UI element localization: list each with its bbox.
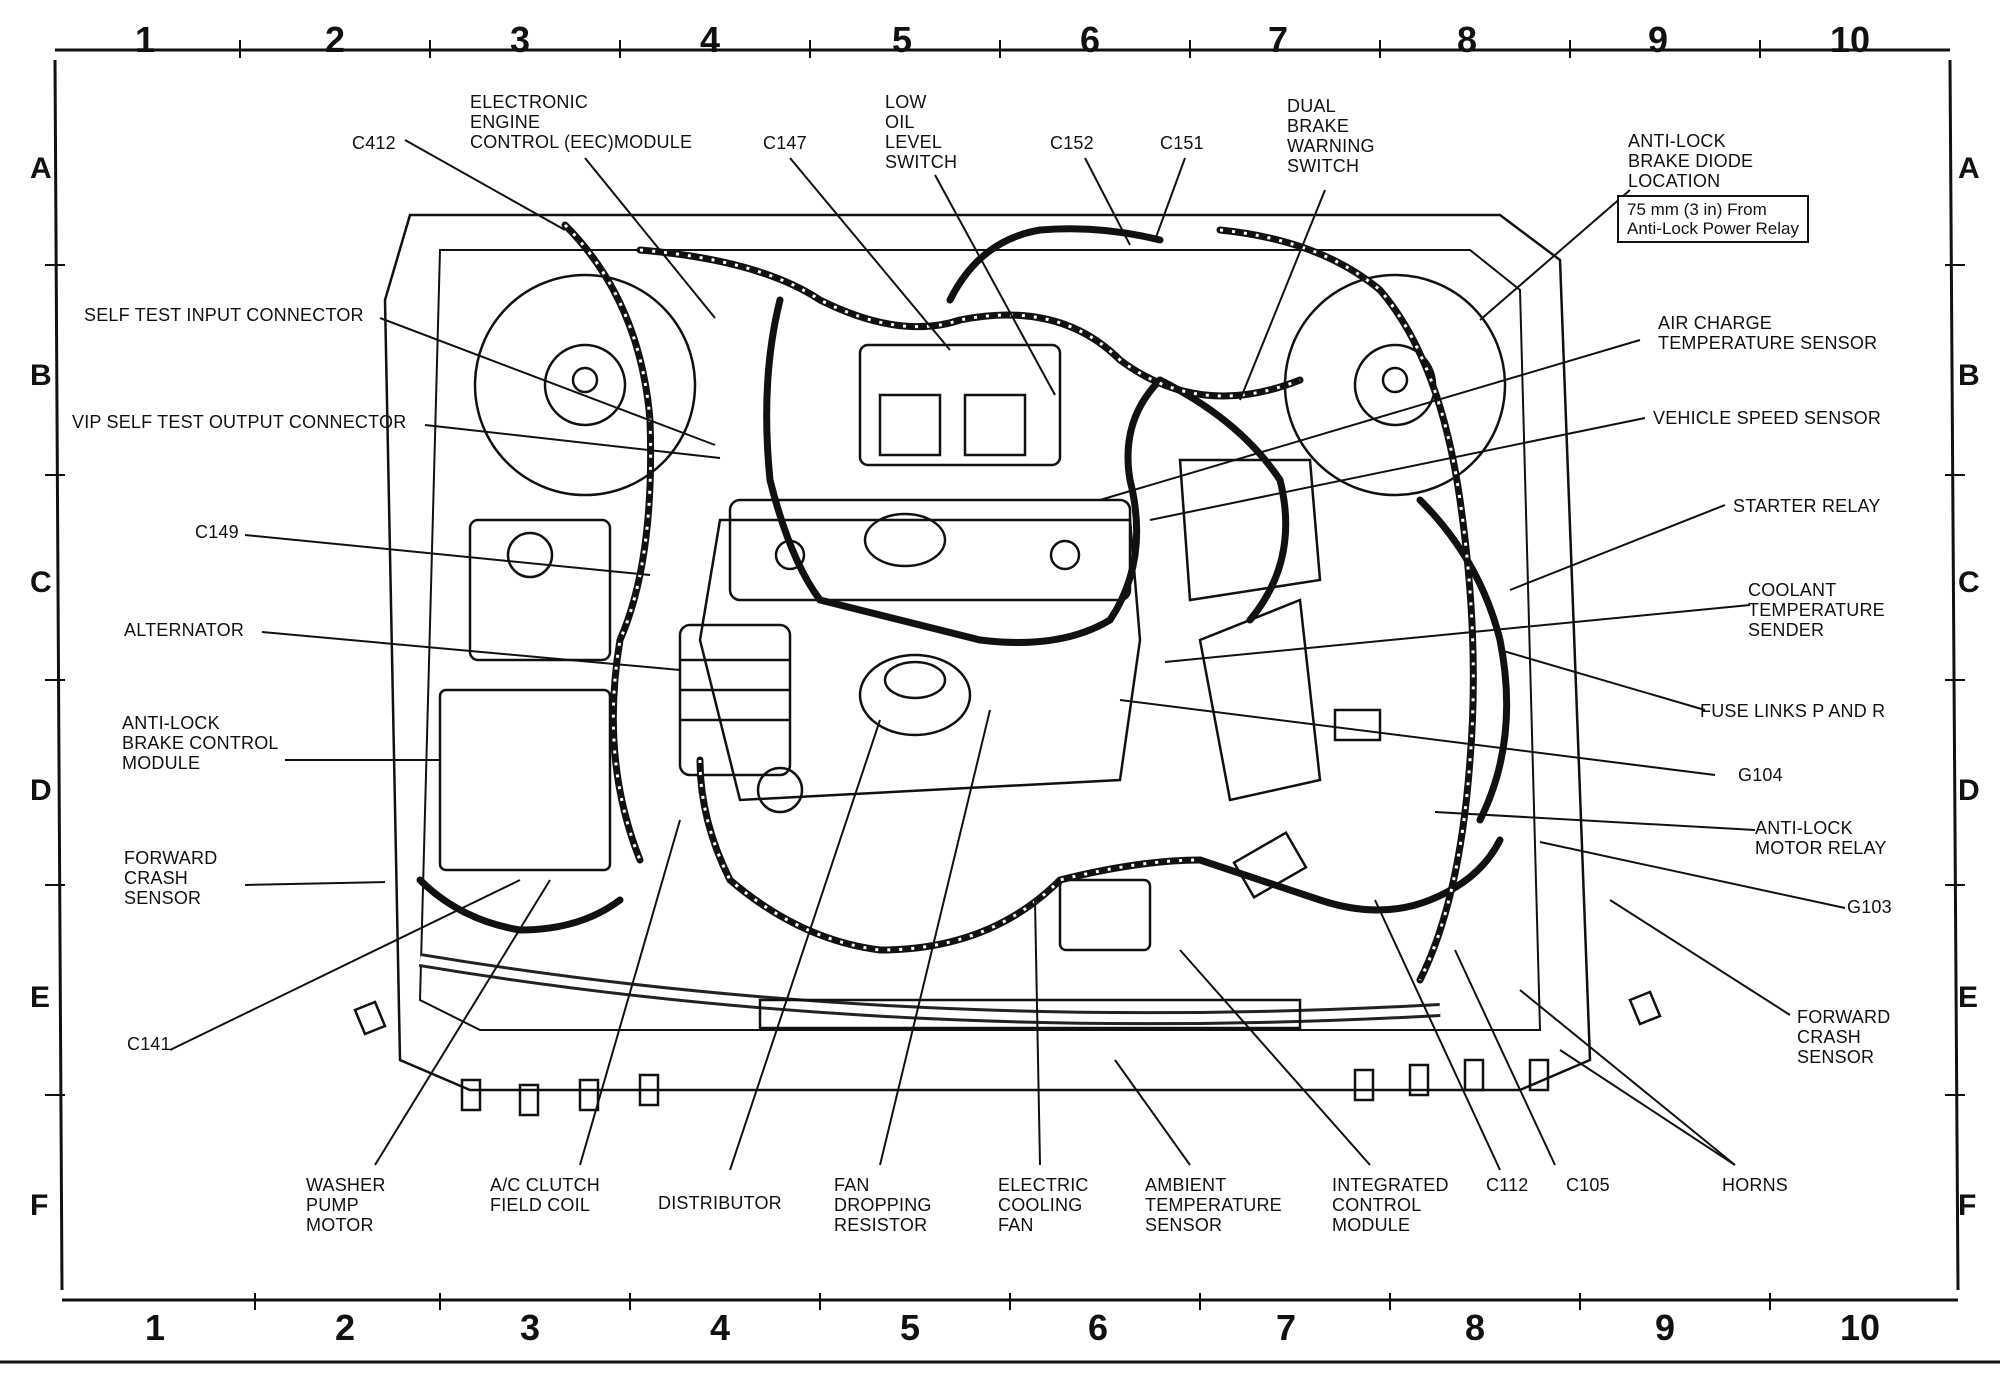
label-c152: C152: [1050, 133, 1094, 153]
note-antilock-diode: 75 mm (3 in) From Anti-Lock Power Relay: [1617, 195, 1809, 243]
antilock-module: [438, 688, 612, 872]
label-fuse-links: FUSE LINKS P AND R: [1700, 701, 1886, 721]
label-g104: G104: [1738, 765, 1783, 785]
col-top-3: 3: [510, 19, 530, 60]
row-left-A: A: [30, 152, 52, 185]
col-bottom-1: 1: [145, 1307, 165, 1348]
col-bottom-8: 8: [1465, 1307, 1485, 1348]
label-c151: C151: [1160, 133, 1204, 153]
col-bottom-7: 7: [1276, 1307, 1296, 1348]
grid-frame: [0, 40, 2000, 1364]
label-c149: C149: [195, 522, 239, 542]
label-starter-relay: STARTER RELAY: [1733, 496, 1881, 516]
label-alternator: ALTERNATOR: [124, 620, 245, 640]
label-forward-crash-sensor-right: FORWARD CRASH SENSOR: [1797, 1007, 1891, 1067]
label-ac-clutch: A/C CLUTCH FIELD COIL: [490, 1175, 601, 1215]
label-air-charge-temp-sensor: AIR CHARGE TEMPERATURE SENSOR: [1658, 313, 1878, 353]
col-bottom-3: 3: [520, 1307, 540, 1348]
bulbs: [353, 990, 1662, 1117]
col-top-5: 5: [892, 19, 912, 60]
row-left-C: C: [30, 566, 52, 599]
col-bottom-4: 4: [710, 1307, 730, 1348]
label-c112: C112: [1486, 1175, 1529, 1195]
row-right-A: A: [1958, 152, 1980, 185]
col-bottom-2: 2: [335, 1307, 355, 1348]
label-c147: C147: [763, 133, 807, 153]
label-eec-module: ELECTRONIC ENGINE CONTROL (EEC)MODULE: [470, 92, 693, 152]
col-top-1: 1: [135, 19, 155, 60]
row-left-D: D: [30, 774, 52, 807]
col-bottom-6: 6: [1088, 1307, 1108, 1348]
row-right-F: F: [1958, 1189, 1976, 1222]
left-strut-tower: [473, 273, 697, 497]
leader-lines: [169, 139, 1846, 1171]
col-top-2: 2: [325, 19, 345, 60]
label-distributor: DISTRIBUTOR: [658, 1193, 782, 1213]
label-antilock-diode: ANTI-LOCK BRAKE DIODE LOCATION: [1628, 131, 1754, 191]
col-top-4: 4: [700, 19, 720, 60]
row-left-F: F: [30, 1189, 48, 1222]
row-left-E: E: [30, 981, 50, 1014]
label-forward-crash-sensor-left: FORWARD CRASH SENSOR: [124, 848, 218, 908]
label-low-oil-switch: LOW OIL LEVEL SWITCH: [885, 92, 958, 172]
label-washer-pump-motor: WASHER PUMP MOTOR: [306, 1175, 386, 1235]
battery: [468, 518, 612, 662]
distributor-cap: [858, 653, 972, 737]
label-antilock-brake-module: ANTI-LOCK BRAKE CONTROL MODULE: [122, 713, 279, 773]
label-c412: C412: [352, 133, 396, 153]
label-ambient-temp-sensor: AMBIENT TEMPERATURE SENSOR: [1145, 1175, 1282, 1235]
label-vehicle-speed-sensor: VEHICLE SPEED SENSOR: [1653, 408, 1882, 428]
label-self-test-input: SELF TEST INPUT CONNECTOR: [84, 305, 364, 325]
col-bottom-9: 9: [1655, 1307, 1675, 1348]
col-top-9: 9: [1648, 19, 1668, 60]
row-right-C: C: [1958, 566, 1980, 599]
label-horns: HORNS: [1722, 1175, 1789, 1195]
label-integrated-control-module: INTEGRATED CONTROL MODULE: [1332, 1175, 1449, 1235]
label-c141: C141: [127, 1034, 171, 1054]
cooling-fan: [1058, 878, 1152, 952]
label-fan-dropping-resistor: FAN DROPPING RESISTOR: [834, 1175, 932, 1235]
label-g103: G103: [1847, 897, 1892, 917]
row-right-E: E: [1958, 981, 1978, 1014]
row-right-B: B: [1958, 359, 1980, 392]
col-bottom-10: 10: [1840, 1307, 1880, 1348]
label-electric-cooling-fan: ELECTRIC COOLING FAN: [998, 1175, 1089, 1235]
label-dual-brake-switch: DUAL BRAKE WARNING SWITCH: [1287, 96, 1375, 176]
row-right-D: D: [1958, 774, 1980, 807]
engine-compartment: [353, 213, 1662, 1117]
col-top-10: 10: [1830, 19, 1870, 60]
alternator-shape: [678, 623, 792, 777]
label-c105: C105: [1566, 1175, 1610, 1195]
col-top-6: 6: [1080, 19, 1100, 60]
col-top-8: 8: [1457, 19, 1477, 60]
label-antilock-motor-relay: ANTI-LOCK MOTOR RELAY: [1755, 818, 1887, 858]
label-vip-self-test-output: VIP SELF TEST OUTPUT CONNECTOR: [72, 412, 407, 432]
col-top-7: 7: [1268, 19, 1288, 60]
wiring-harness: [416, 221, 1511, 984]
grid-labels: 1 2 3 4 5 6 7 8 9 10 1 2 3 4 5 6 7 8 9 1…: [30, 19, 1980, 1348]
label-coolant-temp-sender: COOLANT TEMPERATURE SENDER: [1748, 580, 1885, 640]
col-bottom-5: 5: [900, 1307, 920, 1348]
row-left-B: B: [30, 359, 52, 392]
